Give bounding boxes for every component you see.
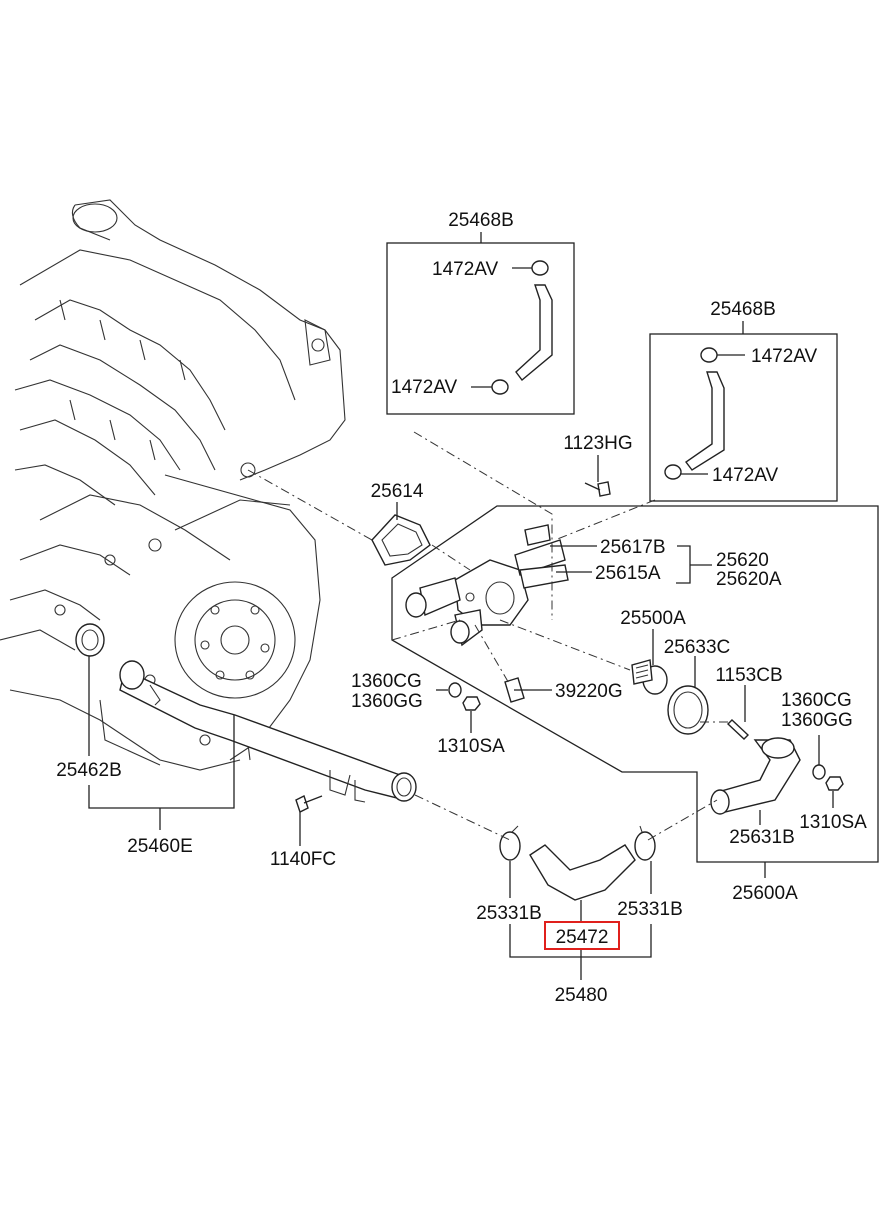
clamp-25331B-right-drawing [634, 825, 656, 861]
water-outlet-25631B-drawing [710, 737, 801, 815]
label-25468B-right: 25468B [710, 299, 776, 320]
stud-1153CB-drawing [726, 719, 750, 740]
label-25620: 25620 [716, 550, 769, 571]
label-25617B: 25617B [600, 537, 666, 558]
label-1472AV-b: 1472AV [391, 377, 458, 398]
clamp-25331B-left-drawing [499, 825, 521, 861]
water-pipe-25460E [119, 660, 417, 803]
label-25620A: 25620A [716, 569, 782, 590]
engine-block-drawing [0, 199, 346, 771]
label-1123HG: 1123HG [563, 433, 632, 454]
label-25472: 25472 [556, 927, 609, 948]
hose-25472-drawing [529, 844, 636, 901]
label-25614: 25614 [371, 481, 424, 502]
label-1310SA-b: 1310SA [799, 812, 867, 833]
washer-nut-right-drawing [812, 764, 844, 791]
bypass-hose-top-drawing [491, 260, 553, 395]
bolt-1123HG-drawing [584, 481, 611, 497]
label-1472AV-c: 1472AV [751, 346, 818, 367]
label-1360CG-a: 1360CG [351, 671, 422, 692]
label-25600A: 25600A [732, 883, 798, 904]
label-25468B-top: 25468B [448, 210, 514, 231]
label-25633C: 25633C [664, 637, 731, 658]
bolt-1140FC-drawing [295, 795, 323, 813]
sensor-39220G-drawing [504, 677, 528, 703]
gasket-25633C-drawing [667, 685, 709, 735]
thermostat-25500A-drawing [631, 659, 668, 695]
label-1140FC: 1140FC [270, 849, 336, 870]
label-25615A: 25615A [595, 563, 661, 584]
label-1360GG-a: 1360GG [351, 691, 423, 712]
label-1153CB: 1153CB [715, 665, 782, 686]
thermostat-housing-drawing [405, 524, 569, 647]
label-1360GG-b: 1360GG [781, 710, 853, 731]
label-1310SA-a: 1310SA [437, 736, 505, 757]
label-25500A: 25500A [620, 608, 686, 629]
label-1472AV-a: 1472AV [432, 259, 499, 280]
label-25631B: 25631B [729, 827, 795, 848]
leader-lines [88, 232, 834, 980]
gasket-25614-drawing [371, 514, 431, 566]
part-labels: 25468B 1472AV 1472AV 25468B 1472AV 1472A… [56, 210, 867, 1006]
label-25462B: 25462B [56, 760, 122, 781]
highlight-box-25472 [544, 921, 620, 950]
bypass-hose-right-drawing [664, 347, 725, 480]
label-25331B-right: 25331B [617, 899, 683, 920]
assembly-center-lines [247, 431, 728, 841]
label-1472AV-d: 1472AV [712, 465, 779, 486]
washer-nut-left-drawing [448, 682, 481, 711]
label-25480: 25480 [555, 985, 608, 1006]
assembly-25600A-outline [391, 505, 879, 863]
label-39220G: 39220G [555, 681, 623, 702]
label-1360CG-b: 1360CG [781, 690, 852, 711]
label-25460E: 25460E [127, 836, 193, 857]
label-25331B-left: 25331B [476, 903, 542, 924]
